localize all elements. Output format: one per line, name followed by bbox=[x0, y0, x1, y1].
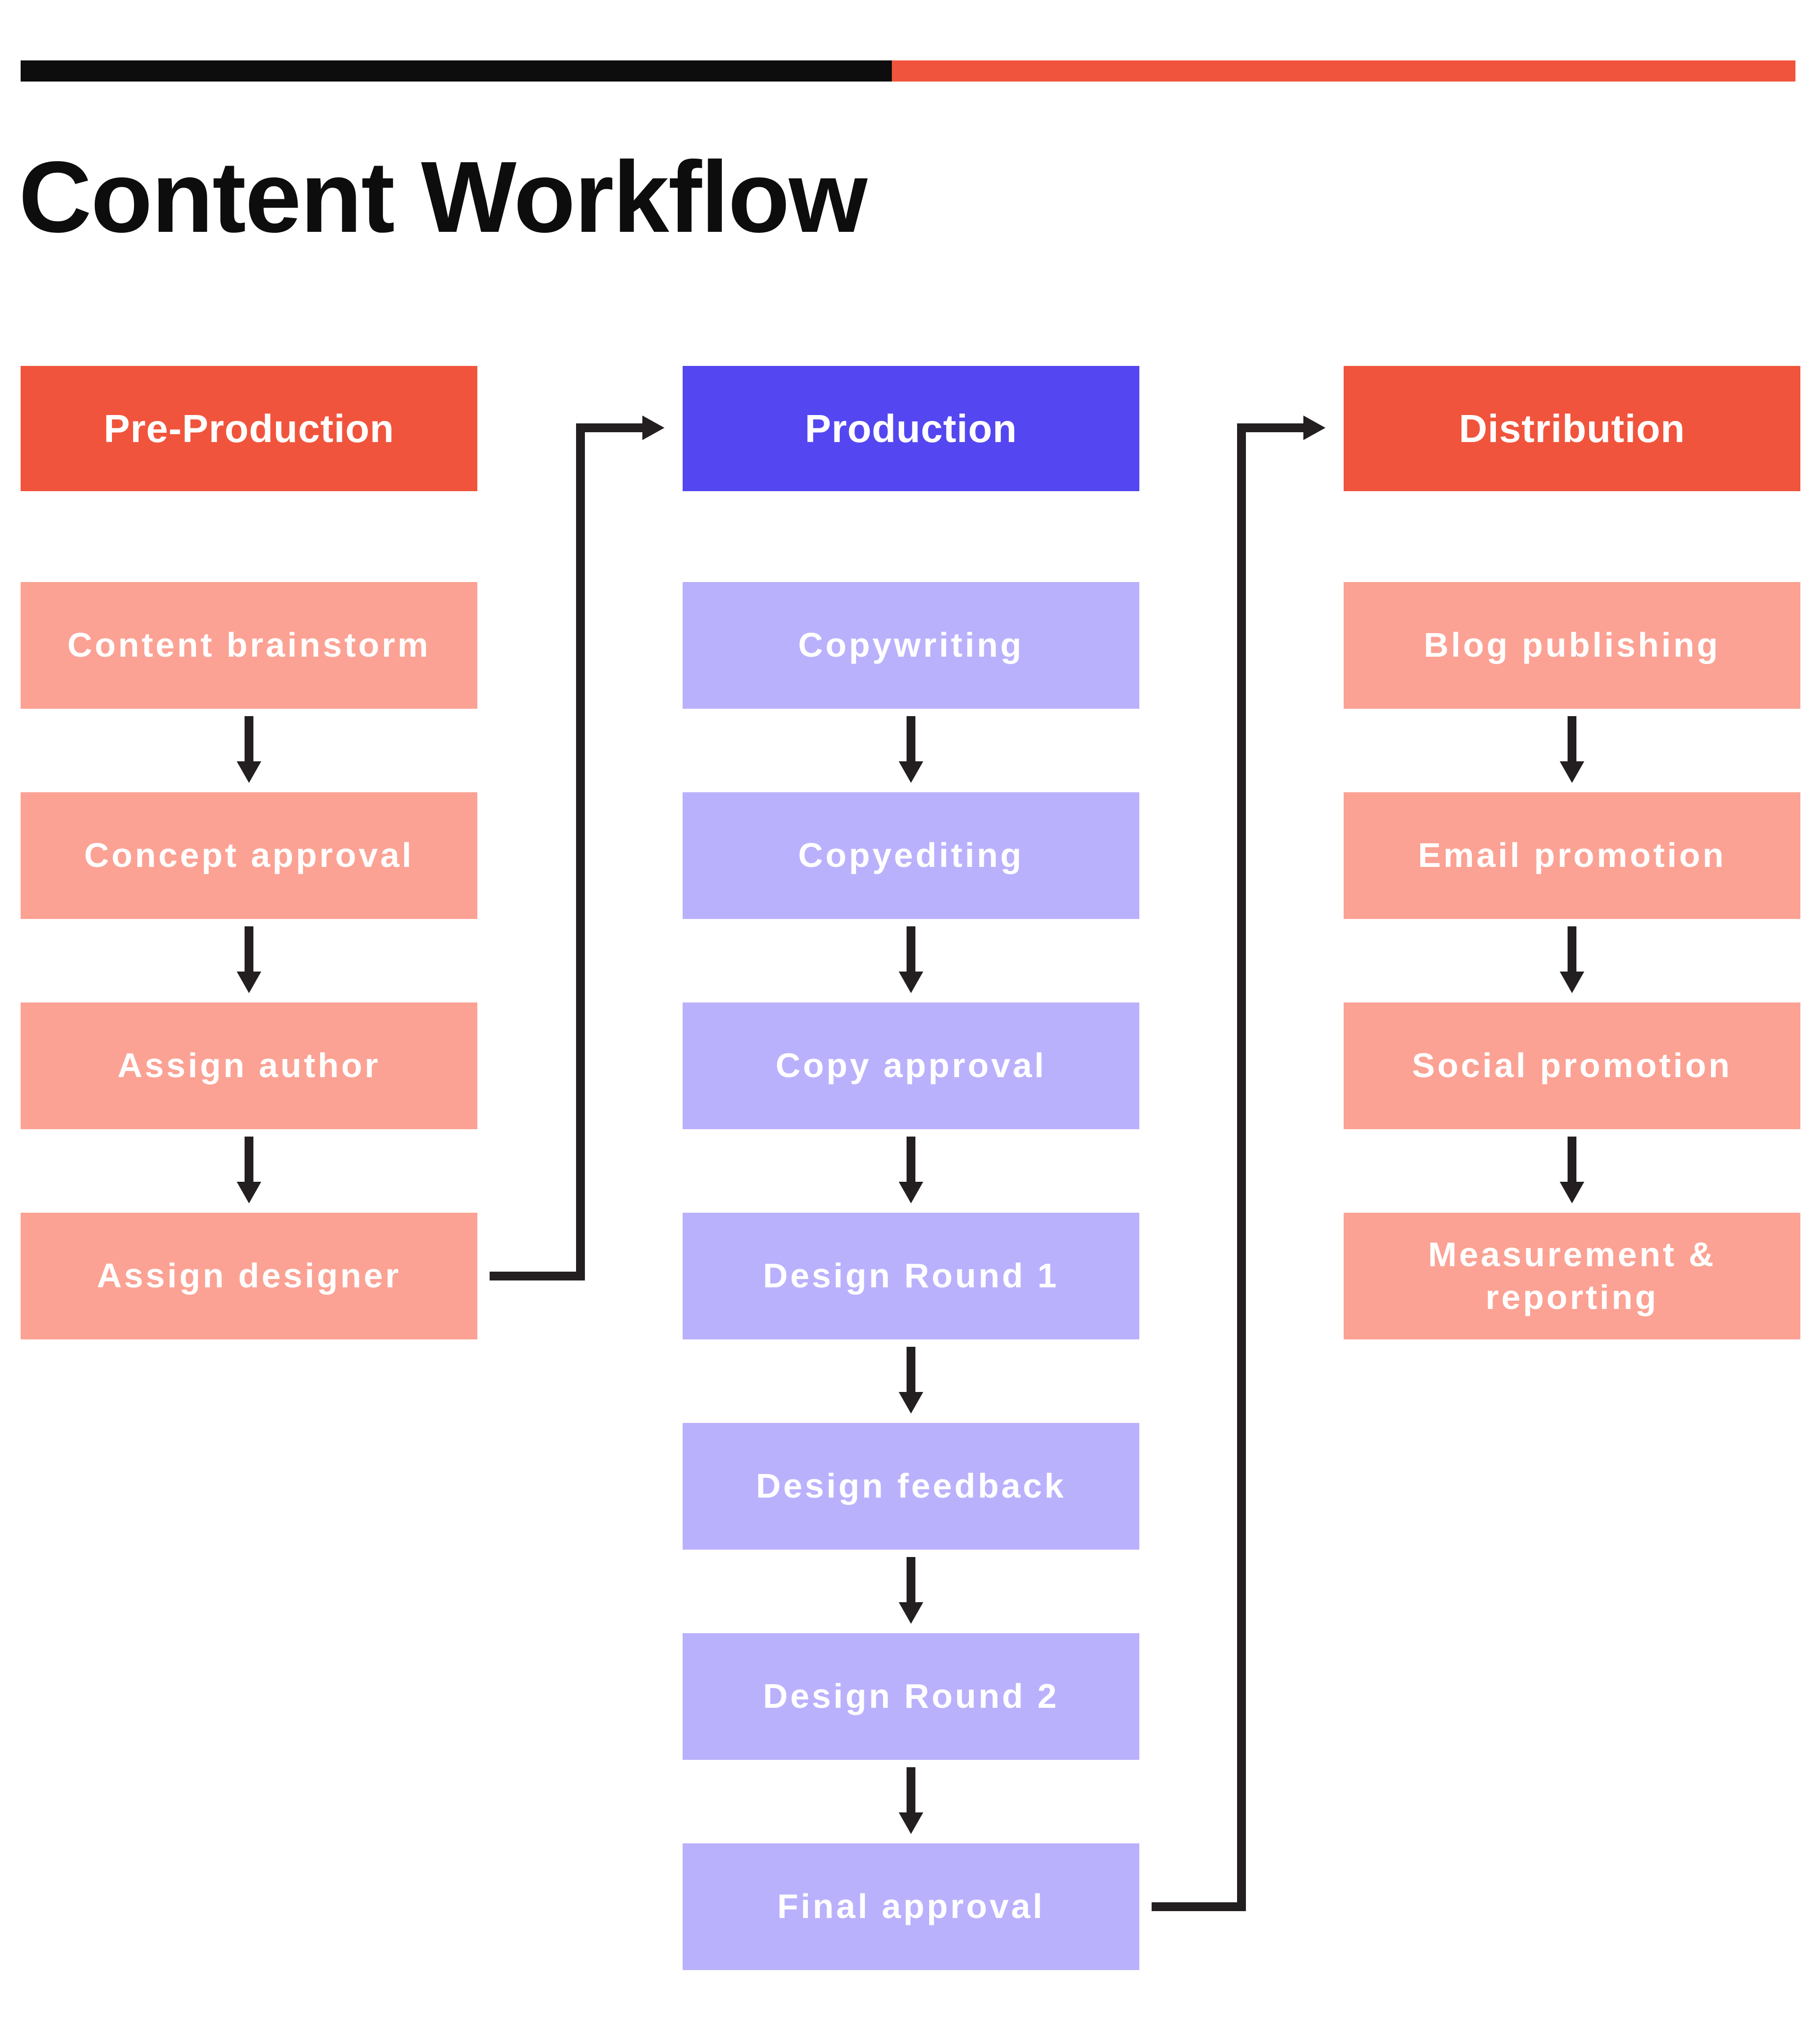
top-bar-red-segment bbox=[892, 60, 1795, 82]
step-box-email-promotion: Email promotion bbox=[1344, 792, 1800, 919]
down-arrow-head bbox=[237, 761, 261, 783]
down-arrow-head bbox=[899, 972, 923, 993]
connector-vertical-segment bbox=[1237, 423, 1246, 1911]
down-arrow-stem bbox=[1568, 926, 1576, 972]
down-arrow-stem bbox=[907, 1557, 915, 1602]
down-arrow-stem bbox=[245, 926, 253, 972]
top-accent-bar bbox=[21, 60, 1795, 82]
down-arrow-icon bbox=[1560, 716, 1584, 783]
page-title: Content Workflow bbox=[19, 140, 867, 253]
step-box-final-approval: Final approval bbox=[683, 1843, 1139, 1970]
down-arrow-stem bbox=[245, 1137, 253, 1182]
down-arrow-head bbox=[899, 1392, 923, 1414]
right-arrowhead-icon bbox=[1303, 416, 1325, 440]
connector-horizontal-segment bbox=[1237, 423, 1303, 432]
down-arrow-icon bbox=[899, 1347, 923, 1414]
down-arrow-icon bbox=[899, 1557, 923, 1624]
down-arrow-stem bbox=[1568, 1137, 1576, 1182]
step-box-copyediting: Copyediting bbox=[683, 792, 1139, 919]
down-arrow-head bbox=[237, 1182, 261, 1203]
down-arrow-icon bbox=[899, 716, 923, 783]
down-arrow-stem bbox=[907, 716, 915, 761]
step-box-content-brainstorm: Content brainstorm bbox=[21, 582, 477, 709]
step-box-assign-author: Assign author bbox=[21, 1002, 477, 1129]
header-box-distribution: Distribution bbox=[1344, 366, 1800, 491]
step-box-design-round-1: Design Round 1 bbox=[683, 1213, 1139, 1339]
down-arrow-icon bbox=[237, 1137, 261, 1203]
header-box-pre-production: Pre-Production bbox=[21, 366, 477, 491]
step-box-copywriting: Copywriting bbox=[683, 582, 1139, 709]
step-box-assign-designer: Assign designer bbox=[21, 1213, 477, 1339]
down-arrow-stem bbox=[907, 1347, 915, 1392]
header-box-production: Production bbox=[683, 366, 1139, 491]
top-bar-black-segment bbox=[21, 60, 892, 82]
down-arrow-icon bbox=[1560, 1137, 1584, 1203]
down-arrow-icon bbox=[1560, 926, 1584, 993]
down-arrow-icon bbox=[899, 1137, 923, 1203]
down-arrow-head bbox=[237, 972, 261, 993]
step-box-blog-publishing: Blog publishing bbox=[1344, 582, 1800, 709]
column-pre-production: Pre-Production Content brainstorm Concep… bbox=[21, 0, 477, 2030]
connector-horizontal-segment bbox=[576, 423, 642, 432]
down-arrow-head bbox=[899, 1812, 923, 1834]
step-box-design-round-2: Design Round 2 bbox=[683, 1633, 1139, 1760]
down-arrow-head bbox=[899, 761, 923, 783]
down-arrow-head bbox=[899, 1182, 923, 1203]
down-arrow-stem bbox=[1568, 716, 1576, 761]
down-arrow-icon bbox=[237, 716, 261, 783]
down-arrow-stem bbox=[907, 1137, 915, 1182]
right-arrowhead-icon bbox=[642, 416, 664, 440]
column-production: Production Copywriting Copyediting Copy … bbox=[683, 0, 1139, 2030]
step-box-social-promotion: Social promotion bbox=[1344, 1002, 1800, 1129]
down-arrow-head bbox=[899, 1602, 923, 1624]
down-arrow-icon bbox=[237, 926, 261, 993]
down-arrow-stem bbox=[245, 716, 253, 761]
down-arrow-stem bbox=[907, 926, 915, 972]
connector-horizontal-segment bbox=[1152, 1902, 1246, 1911]
step-box-measurement-reporting: Measurement & reporting bbox=[1344, 1213, 1800, 1339]
step-box-concept-approval: Concept approval bbox=[21, 792, 477, 919]
connector-vertical-segment bbox=[576, 423, 585, 1280]
down-arrow-icon bbox=[899, 926, 923, 993]
down-arrow-head bbox=[1560, 972, 1584, 993]
down-arrow-icon bbox=[899, 1767, 923, 1834]
down-arrow-head bbox=[1560, 761, 1584, 783]
connector-horizontal-segment bbox=[490, 1272, 585, 1280]
step-box-design-feedback: Design feedback bbox=[683, 1423, 1139, 1550]
column-distribution: Distribution Blog publishing Email promo… bbox=[1344, 0, 1800, 2030]
down-arrow-stem bbox=[907, 1767, 915, 1812]
step-box-copy-approval: Copy approval bbox=[683, 1002, 1139, 1129]
down-arrow-head bbox=[1560, 1182, 1584, 1203]
